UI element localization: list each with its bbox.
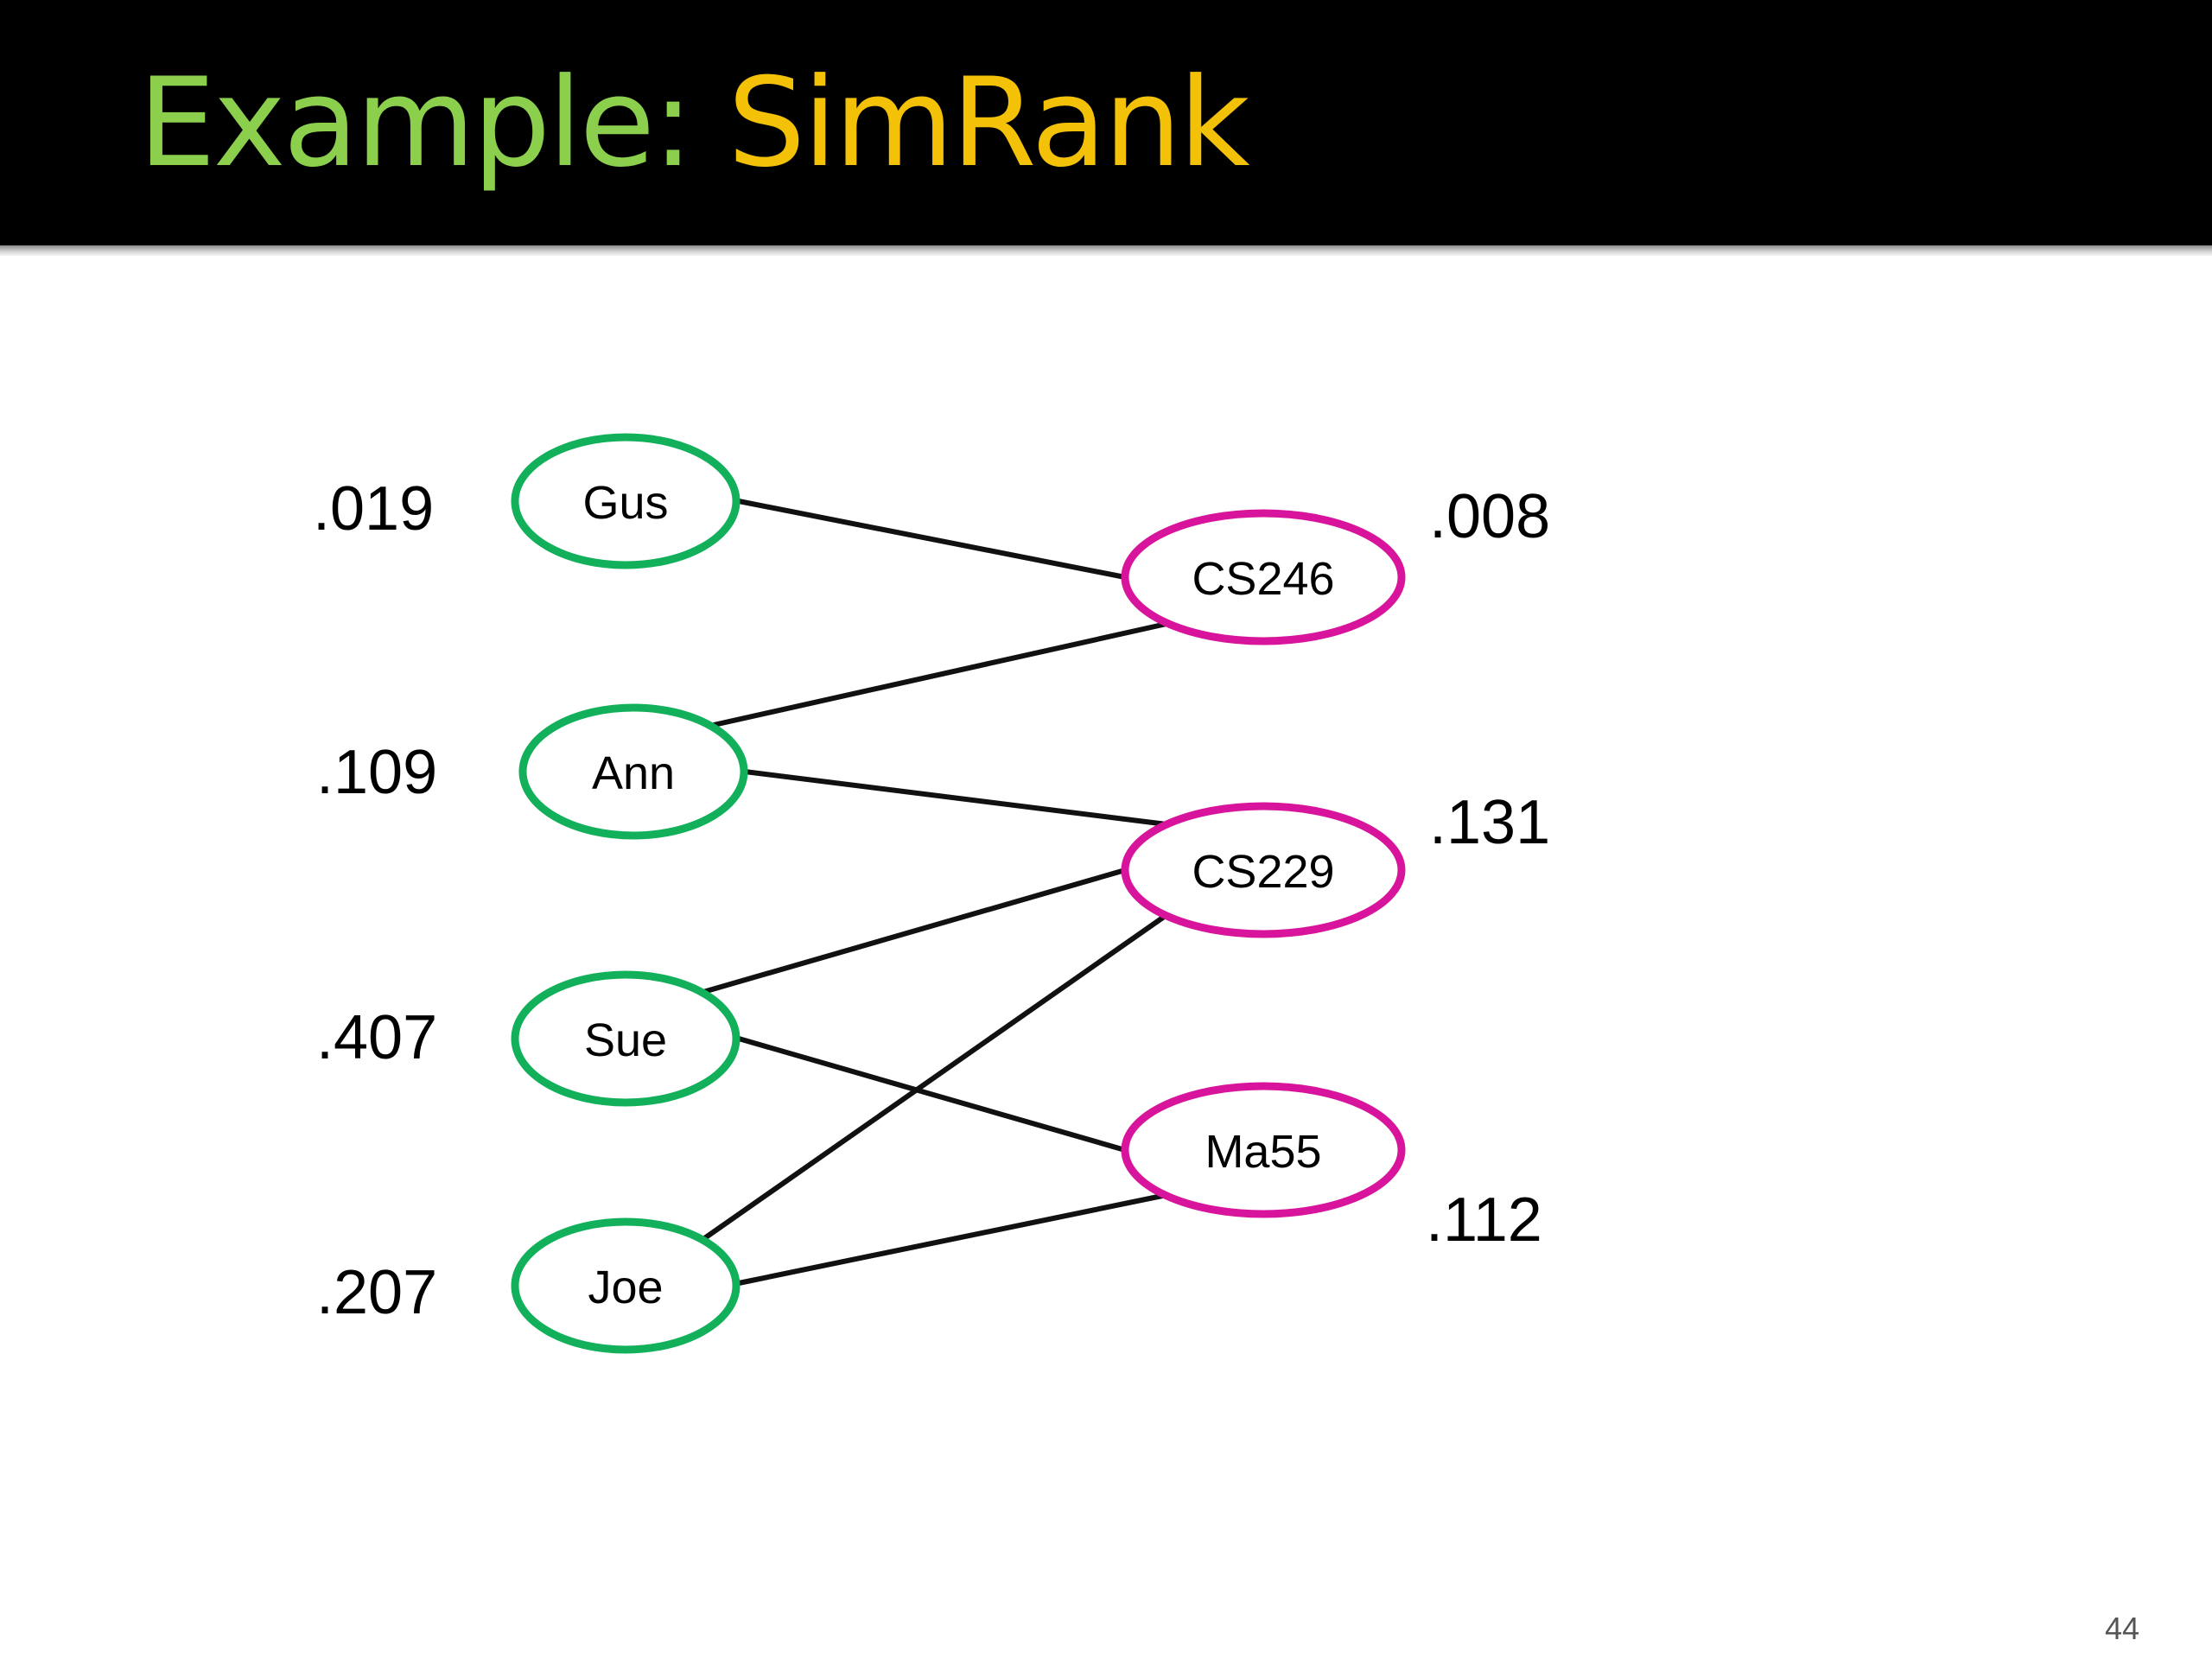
slide-title-topic: SimRank <box>728 52 1250 194</box>
course-node-label: Ma55 <box>1205 1126 1321 1178</box>
course-score-ma55: .112 <box>1426 1185 1542 1255</box>
edge-sue-ma55 <box>738 1036 1126 1153</box>
course-node-label: CS229 <box>1192 846 1334 898</box>
user-score-joe: .207 <box>316 1258 437 1327</box>
user-node-joe: Joe <box>511 1217 741 1354</box>
edge-ann-cs246 <box>713 621 1167 728</box>
user-node-ann-ellipse <box>518 703 748 840</box>
course-node-cs246-ellipse <box>1121 509 1406 645</box>
user-node-gus: Gus <box>511 433 741 569</box>
user-node-joe-ellipse <box>511 1217 741 1354</box>
course-score-cs246: .008 <box>1429 482 1550 551</box>
user-node-sue: Sue <box>511 970 741 1107</box>
slide-title: Example: SimRank <box>138 62 1250 185</box>
user-node-ann: Ann <box>518 703 748 840</box>
user-node-gus-ellipse <box>511 433 741 569</box>
course-node-label: CS246 <box>1192 553 1334 605</box>
slide-title-prefix: Example: <box>138 52 728 194</box>
title-divider <box>0 245 2212 256</box>
user-node-label: Sue <box>584 1014 667 1066</box>
user-node-sue-ellipse <box>511 970 741 1107</box>
course-node-ma55-ellipse <box>1121 1082 1406 1218</box>
user-score-sue: .407 <box>316 1003 437 1072</box>
edge-joe-ma55 <box>738 1192 1167 1286</box>
page-number: 44 <box>2104 1611 2139 1646</box>
user-node-label: Gus <box>582 477 668 529</box>
edge-ann-cs229 <box>744 769 1167 827</box>
edge-sue-cs229 <box>702 868 1126 995</box>
course-node-cs229-ellipse <box>1121 802 1406 938</box>
course-node-cs229: CS229 <box>1121 802 1406 938</box>
course-node-cs246: CS246 <box>1121 509 1406 645</box>
user-score-ann: .109 <box>316 738 437 807</box>
title-bar <box>0 0 2212 245</box>
user-score-gus: .019 <box>313 474 434 543</box>
course-score-cs229: .131 <box>1429 788 1550 857</box>
user-node-label: Joe <box>588 1262 663 1313</box>
course-node-ma55: Ma55 <box>1121 1082 1406 1218</box>
edge-joe-cs229 <box>702 912 1168 1242</box>
user-node-label: Ann <box>592 747 675 799</box>
graph-edges <box>702 499 1168 1286</box>
edge-gus-cs246 <box>738 499 1126 580</box>
